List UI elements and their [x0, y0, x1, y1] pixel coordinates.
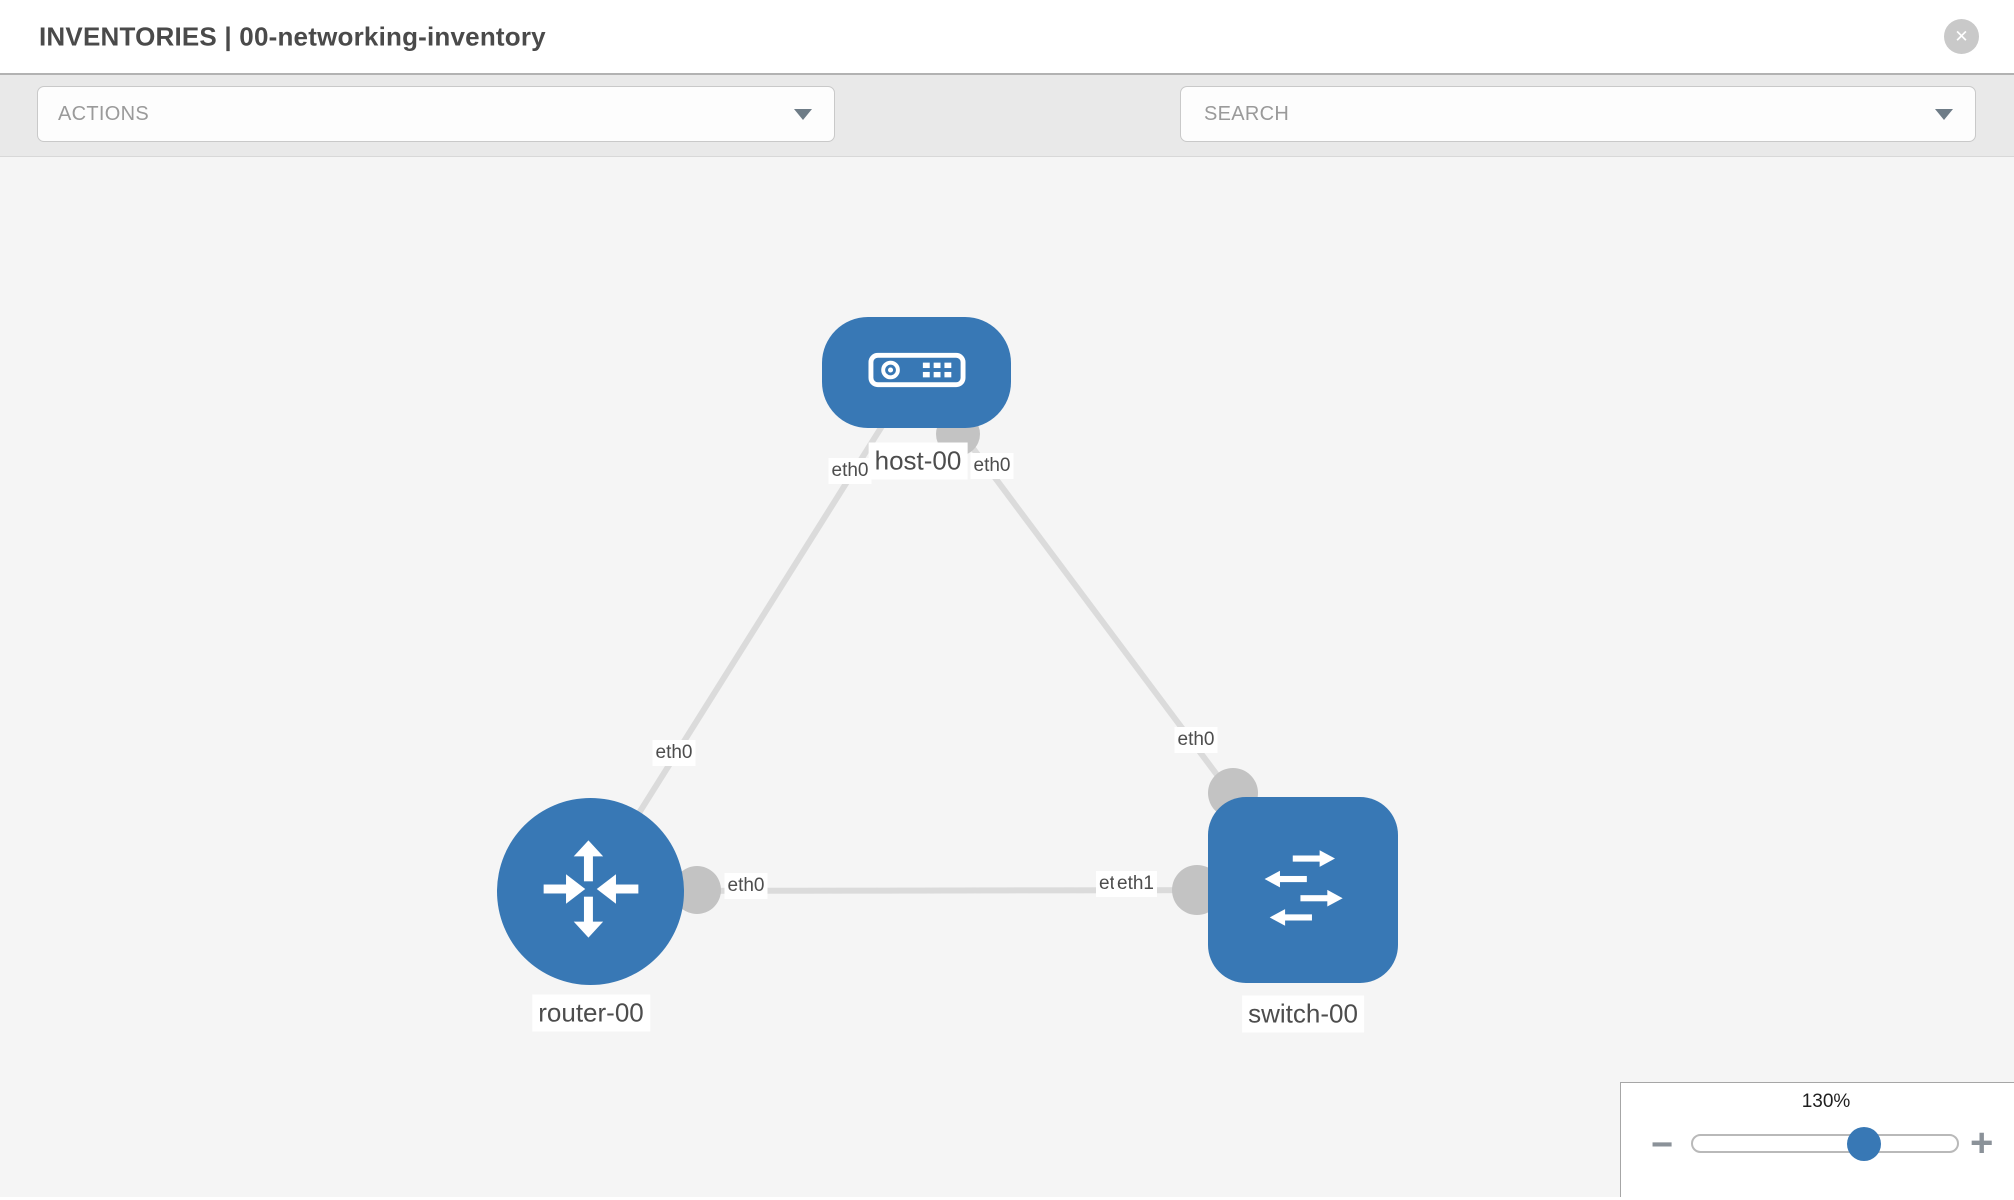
- port-circle-router-eth0: [673, 866, 721, 914]
- zoom-in-button[interactable]: +: [1970, 1121, 1994, 1165]
- interface-label-host-eth0-left: eth0: [828, 458, 872, 484]
- node-host-00[interactable]: [822, 317, 1011, 428]
- zoom-slider-track[interactable]: [1691, 1134, 1959, 1153]
- zoom-slider-thumb[interactable]: [1847, 1127, 1881, 1161]
- actions-dropdown-label: ACTIONS: [58, 102, 149, 125]
- interface-label-switch-eth1: eth1: [1114, 871, 1157, 897]
- interface-label-switch-link-eth0: eth0: [1174, 727, 1218, 753]
- interface-label-router-link-eth0: eth0: [652, 740, 696, 766]
- actions-dropdown[interactable]: ACTIONS: [37, 86, 835, 142]
- page-title: INVENTORIES | 00-networking-inventory: [39, 21, 546, 51]
- close-button[interactable]: ✕: [1944, 19, 1979, 54]
- switch-icon: [1239, 824, 1367, 957]
- host-icon: [867, 352, 966, 393]
- interface-label-host-eth0-right: eth0: [970, 453, 1014, 479]
- topology-canvas[interactable]: eth0 eth0 eth0 eth0 eth0 eth0 eth1 host-…: [0, 157, 2014, 1197]
- chevron-down-icon: [794, 109, 812, 120]
- toolbar: ACTIONS SEARCH: [0, 73, 2014, 207]
- header: INVENTORIES | 00-networking-inventory ✕: [0, 0, 2014, 73]
- search-dropdown[interactable]: SEARCH: [1180, 86, 1976, 142]
- zoom-out-button[interactable]: −: [1651, 1124, 1674, 1166]
- links-layer: [587, 370, 1306, 915]
- node-switch-00[interactable]: [1208, 797, 1398, 983]
- node-label-switch: switch-00: [1242, 995, 1364, 1033]
- search-dropdown-label: SEARCH: [1204, 102, 1290, 125]
- chevron-down-icon: [1935, 109, 1953, 120]
- close-icon: ✕: [1954, 27, 1969, 46]
- node-router-00[interactable]: [497, 798, 684, 985]
- zoom-control-panel: 130% − +: [1620, 1082, 2014, 1197]
- node-label-router: router-00: [532, 994, 650, 1032]
- zoom-level-value: 130%: [1801, 1091, 1851, 1112]
- router-icon: [527, 825, 655, 958]
- node-label-host: host-00: [868, 442, 968, 480]
- interface-label-router-eth0: eth0: [724, 873, 768, 899]
